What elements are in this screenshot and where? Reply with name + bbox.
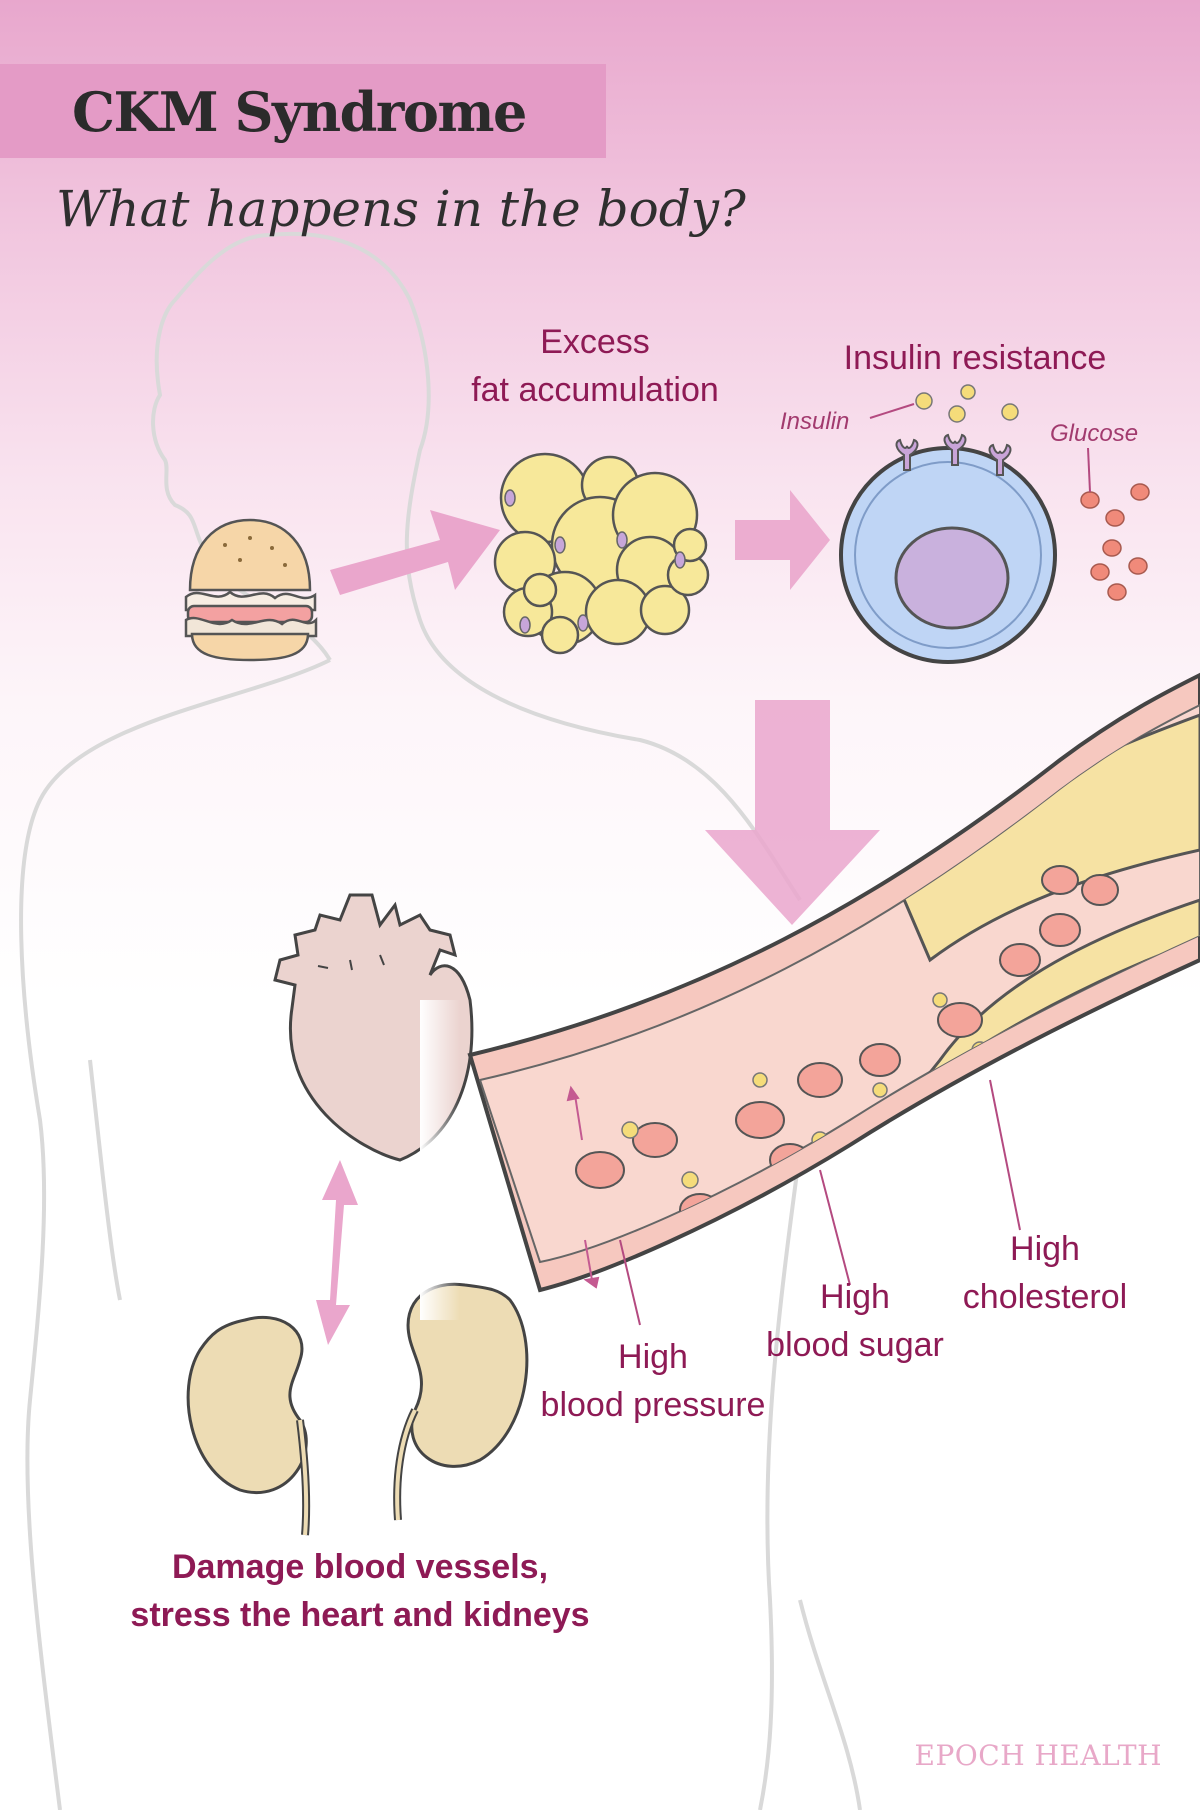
insulin-pointer	[869, 403, 915, 419]
kidney-icon	[186, 1282, 529, 1536]
fat-label: Excess fat accumulation	[440, 318, 750, 414]
blood-sugar-label-line-2: blood sugar	[766, 1326, 944, 1364]
glucose-molecules	[1080, 483, 1150, 601]
blood-sugar-label: High blood sugar	[735, 1273, 975, 1369]
page-title: CKM Syndrome	[72, 80, 527, 144]
cell-icon	[839, 384, 1150, 664]
pressure-arrows	[566, 1085, 600, 1289]
cholesterol-label-line-1: High	[1010, 1230, 1080, 1268]
insulin-label: Insulin	[780, 408, 850, 435]
cholesterol-label: High cholesterol	[935, 1225, 1155, 1321]
title-band	[0, 64, 606, 158]
glucose-label: Glucose	[1050, 420, 1139, 447]
body-silhouette-icon	[19, 231, 862, 1810]
cholesterol-label-line-2: cholesterol	[962, 1278, 1128, 1316]
blood-pressure-label-line-1: High	[618, 1338, 688, 1376]
glucose-pointer	[1087, 447, 1091, 493]
blood-sugar-label-line-1: High	[820, 1278, 890, 1316]
damage-label: Damage blood vessels, stress the heart a…	[80, 1543, 640, 1639]
fat-label-line-1: Excess	[540, 323, 650, 361]
brand-logo: EPOCH HEALTH	[914, 1739, 1162, 1772]
fat-cells-icon	[493, 452, 710, 655]
label-pointers	[619, 1079, 1021, 1326]
damage-label-line-1: Damage blood vessels,	[171, 1548, 549, 1586]
receptor-icons	[895, 433, 1012, 476]
blood-vessel-icon	[420, 672, 1200, 1320]
arrows	[316, 490, 880, 1345]
burger-icon	[184, 518, 318, 662]
insulin-resistance-label: Insulin resistance	[843, 339, 1107, 377]
insulin-molecules	[915, 384, 1019, 423]
damage-label-line-2: stress the heart and kidneys	[130, 1596, 590, 1634]
blood-pressure-label: High blood pressure	[505, 1333, 801, 1429]
fat-label-line-2: fat accumulation	[471, 371, 719, 409]
blood-pressure-label-line-2: blood pressure	[540, 1386, 766, 1424]
page-subtitle: What happens in the body?	[56, 180, 746, 238]
